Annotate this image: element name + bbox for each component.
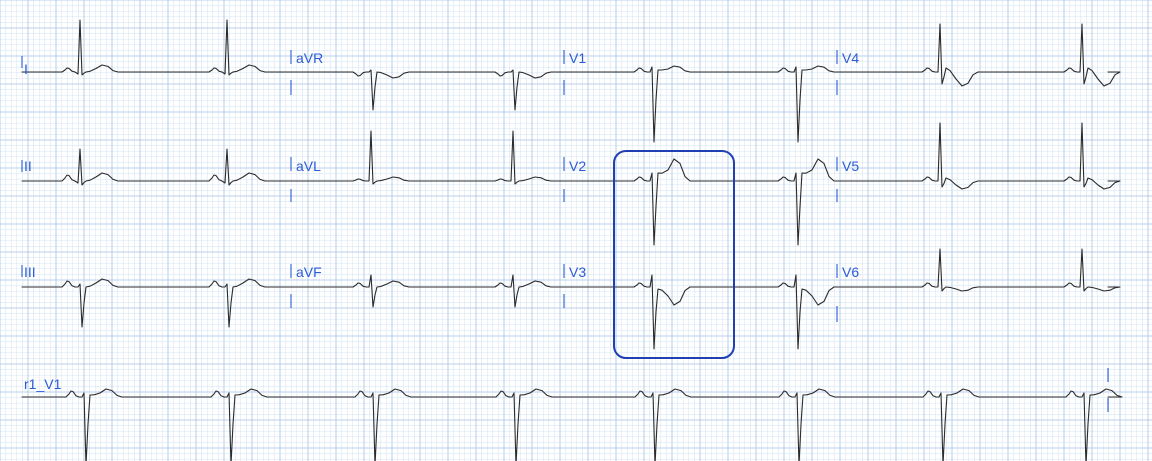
lead-label-V5: V5 (842, 158, 859, 174)
lead-traces (21, 19, 1123, 461)
lead-label-I: I (24, 61, 28, 77)
lead-label-r1-V1: r1_V1 (24, 376, 62, 392)
lead-trace-V6 (836, 248, 1121, 292)
highlight-box (613, 150, 735, 359)
lead-label-V6: V6 (842, 264, 859, 280)
lead-trace-V1 (563, 65, 838, 143)
lead-label-aVL: aVL (296, 158, 321, 174)
lead-separators (21, 50, 1109, 412)
lead-trace-r1-V1 (21, 388, 1123, 461)
lead-label-aVF: aVF (296, 264, 322, 280)
lead-trace-II (21, 148, 292, 186)
lead-trace-V4 (836, 23, 1121, 87)
lead-label-V4: V4 (842, 50, 859, 66)
lead-trace-aVL (290, 130, 565, 185)
lead-label-aVR: aVR (296, 50, 323, 66)
lead-label-III: III (24, 264, 36, 280)
lead-label-V3: V3 (569, 264, 586, 280)
lead-label-V2: V2 (569, 158, 586, 174)
lead-label-II: II (24, 158, 32, 174)
lead-trace-aVF (290, 274, 565, 308)
lead-labels: I II III aVR aVL aVF V1 V2 V3 V4 V5 V6 r… (24, 50, 859, 392)
lead-trace-III (21, 278, 292, 328)
lead-label-V1: V1 (569, 50, 586, 66)
lead-trace-I (21, 19, 292, 76)
lead-trace-aVR (290, 69, 565, 111)
lead-trace-V5 (836, 122, 1121, 190)
